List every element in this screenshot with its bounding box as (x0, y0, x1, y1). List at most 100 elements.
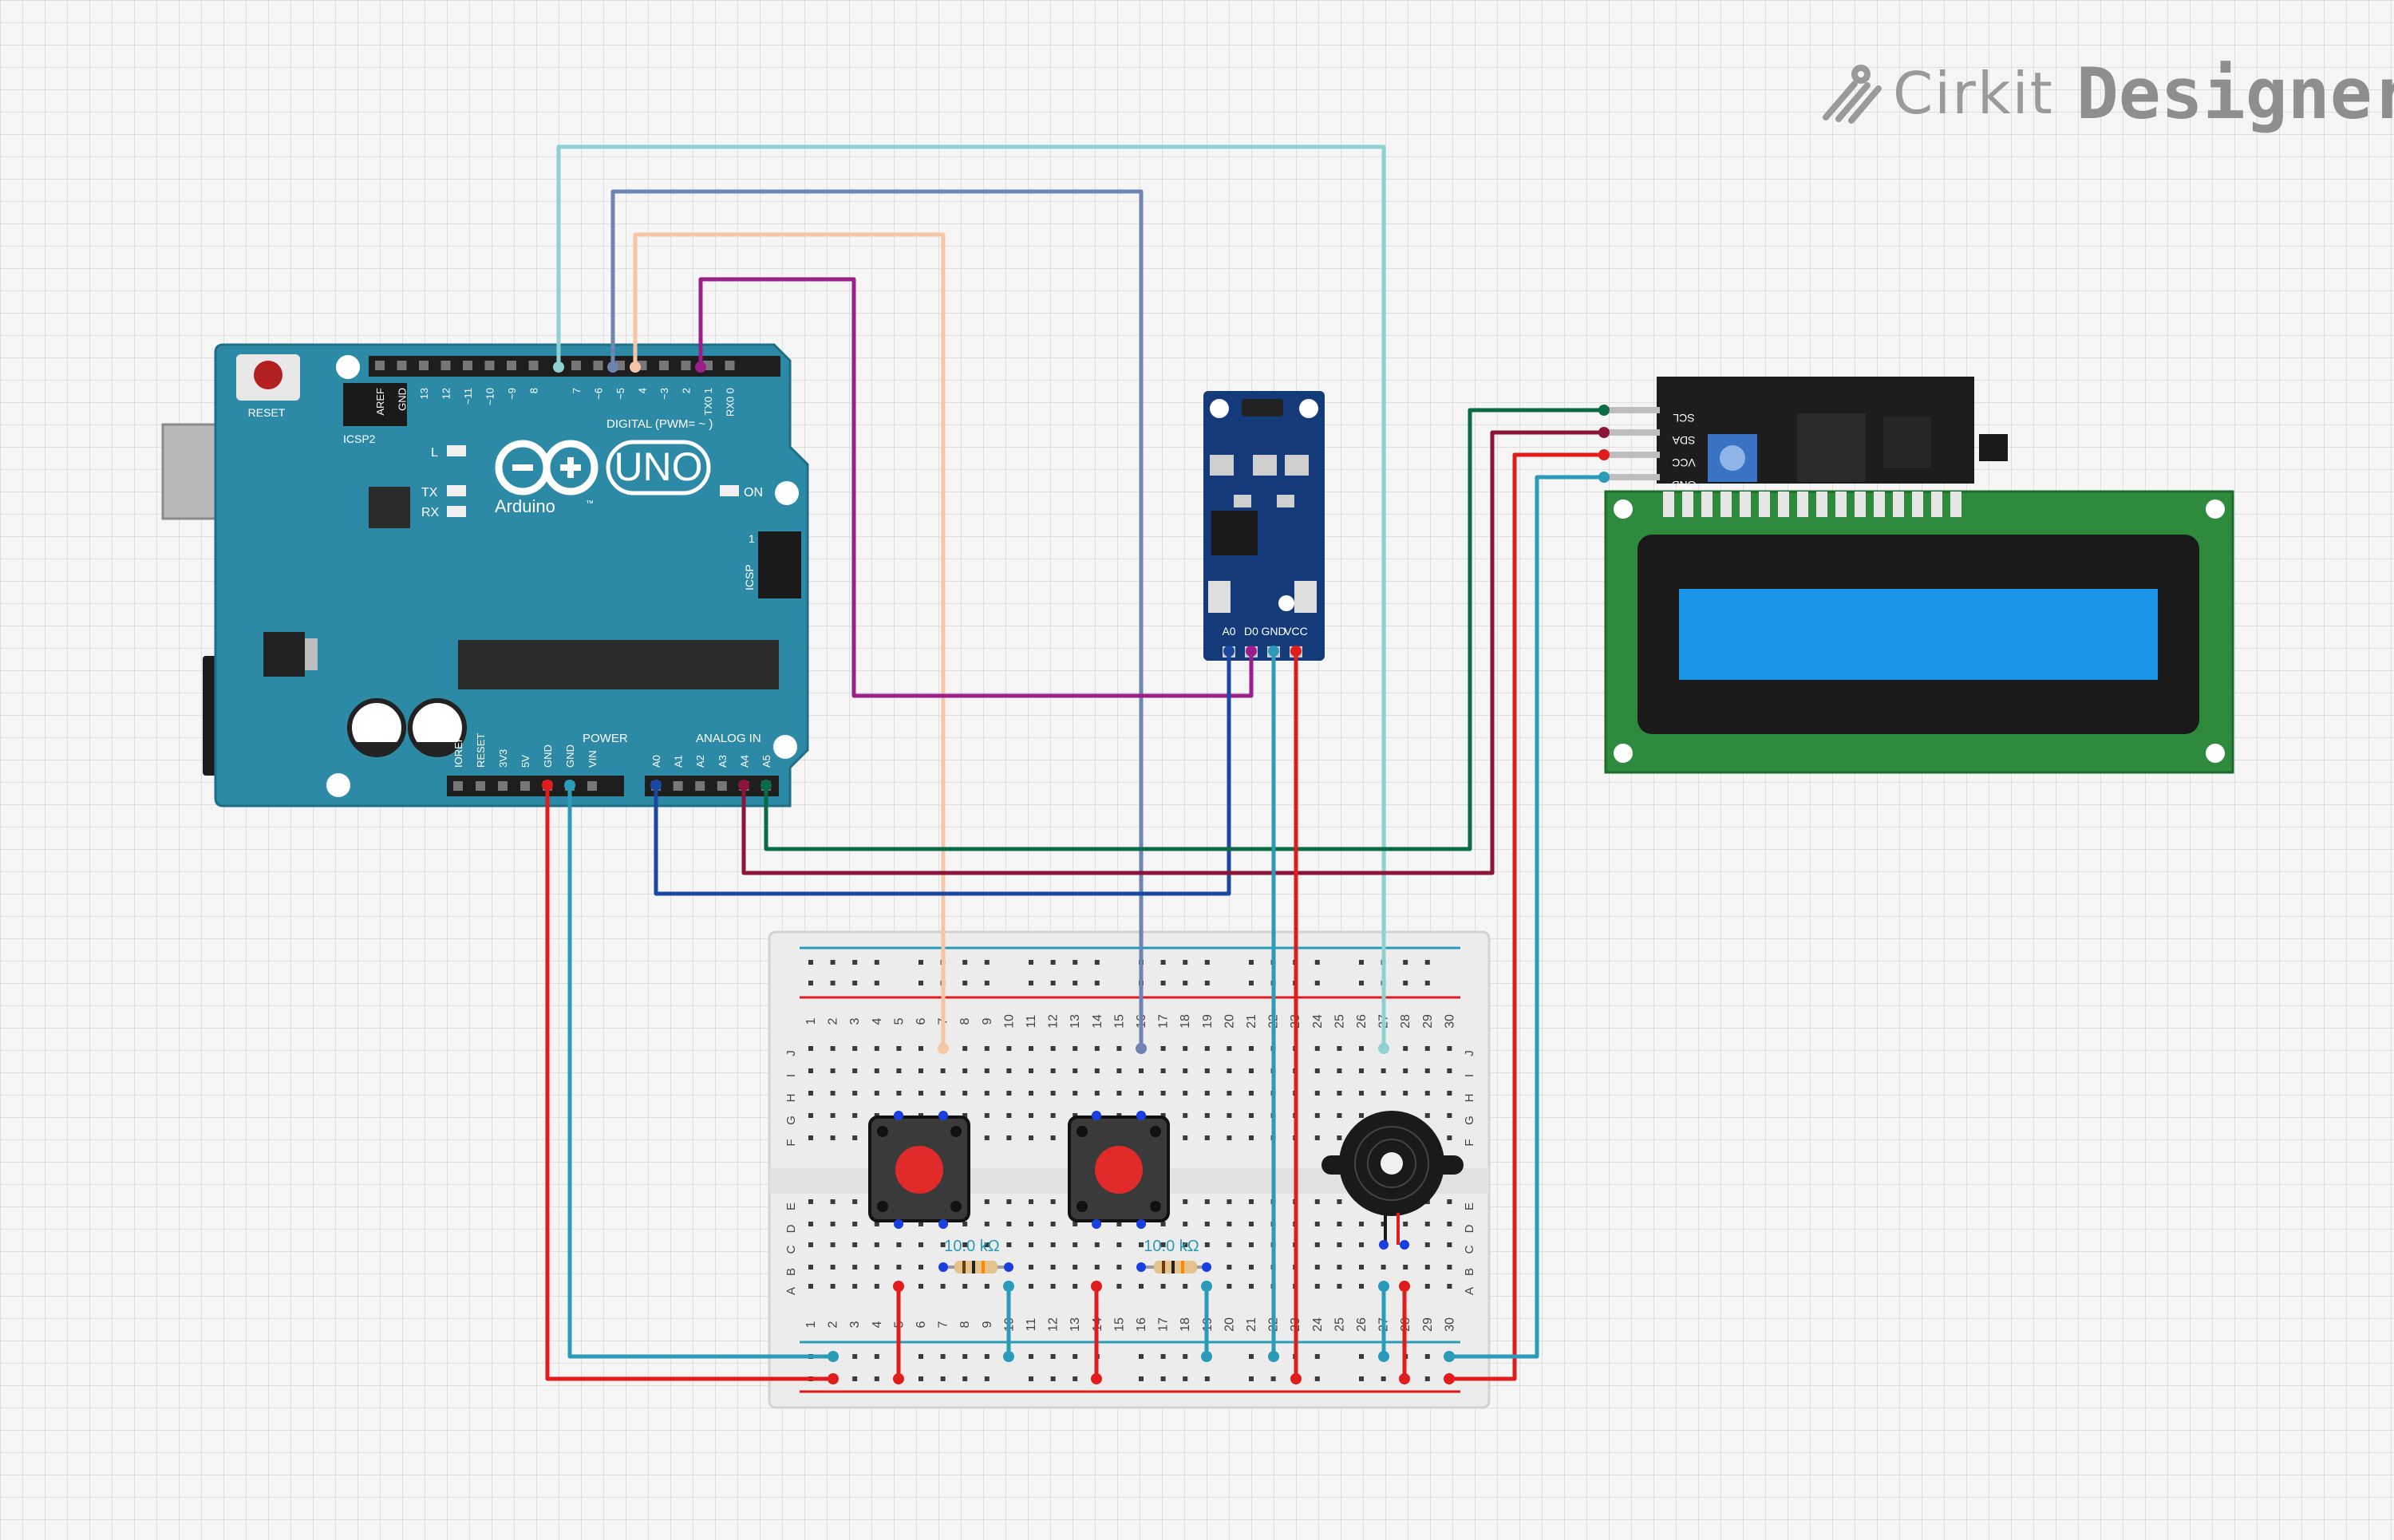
breadboard-hole[interactable] (984, 1046, 990, 1051)
breadboard-hole[interactable] (918, 1242, 923, 1247)
rail-hole[interactable] (1029, 981, 1033, 985)
breadboard-hole[interactable] (1073, 1242, 1078, 1247)
breadboard-hole[interactable] (1073, 1222, 1078, 1226)
breadboard-hole[interactable] (1359, 1068, 1364, 1073)
breadboard-hole[interactable] (1183, 1113, 1188, 1118)
breadboard-hole[interactable] (1227, 1135, 1232, 1140)
breadboard-hole[interactable] (1249, 1222, 1254, 1226)
breadboard-hole[interactable] (984, 1284, 990, 1289)
breadboard-hole[interactable] (962, 1046, 968, 1051)
breadboard-hole[interactable] (1314, 1222, 1320, 1226)
breadboard-hole[interactable] (984, 1113, 990, 1118)
rail-hole[interactable] (1270, 1376, 1276, 1381)
rail-hole[interactable] (1314, 981, 1320, 985)
breadboard-hole[interactable] (1227, 1091, 1232, 1096)
breadboard-hole[interactable] (984, 1135, 990, 1140)
breadboard-hole[interactable] (1249, 1265, 1254, 1270)
breadboard-hole[interactable] (1050, 1091, 1056, 1096)
breadboard-hole[interactable] (1314, 1199, 1320, 1204)
breadboard-hole[interactable] (830, 1135, 836, 1140)
rail-hole[interactable] (1424, 960, 1430, 965)
breadboard-hole[interactable] (852, 1046, 858, 1051)
breadboard-hole[interactable] (1006, 1046, 1012, 1051)
breadboard-hole[interactable] (1337, 1046, 1342, 1051)
breadboard-hole[interactable] (1006, 1135, 1012, 1140)
rail-hole[interactable] (962, 1376, 968, 1381)
breadboard-hole[interactable] (1073, 1068, 1078, 1073)
rail-hole[interactable] (918, 1354, 923, 1359)
breadboard-hole[interactable] (1314, 1068, 1320, 1073)
rail-hole[interactable] (1094, 981, 1100, 985)
breadboard-hole[interactable] (1227, 1113, 1232, 1118)
breadboard-hole[interactable] (1029, 1046, 1033, 1051)
breadboard-hole[interactable] (918, 1265, 923, 1270)
breadboard-hole[interactable] (940, 1068, 946, 1073)
breadboard-hole[interactable] (1381, 1265, 1386, 1270)
rail-hole[interactable] (1160, 1376, 1166, 1381)
rail-hole[interactable] (1424, 981, 1430, 985)
rail-hole[interactable] (852, 1354, 858, 1359)
breadboard-hole[interactable] (1403, 1046, 1408, 1051)
breadboard-hole[interactable] (830, 1046, 836, 1051)
breadboard-hole[interactable] (874, 1091, 879, 1096)
rail-hole[interactable] (874, 981, 879, 985)
wire-5v-rail[interactable] (545, 785, 833, 1381)
breadboard-hole[interactable] (1227, 1265, 1232, 1270)
breadboard-hole[interactable] (808, 1242, 813, 1247)
breadboard-hole[interactable] (1116, 1284, 1122, 1289)
rail-hole[interactable] (1183, 960, 1188, 965)
rail-hole[interactable] (830, 981, 836, 985)
breadboard-hole[interactable] (1050, 1265, 1056, 1270)
digital-pin[interactable] (528, 361, 539, 370)
digital-pin[interactable] (681, 361, 691, 370)
rail-hole[interactable] (962, 960, 968, 965)
breadboard-hole[interactable] (962, 1242, 968, 1247)
i2c-pins[interactable] (1606, 407, 1660, 480)
breadboard-hole[interactable] (1006, 1242, 1012, 1247)
wire-pin9-buzzer[interactable] (556, 144, 1386, 1048)
breadboard-hole[interactable] (808, 1046, 813, 1051)
breadboard-hole[interactable] (1227, 1222, 1232, 1226)
breadboard-hole[interactable] (1249, 1113, 1254, 1118)
rail-hole[interactable] (1160, 981, 1166, 985)
breadboard-hole[interactable] (1050, 1113, 1056, 1118)
i2c-pin[interactable] (1606, 407, 1660, 413)
breadboard-hole[interactable] (830, 1284, 836, 1289)
breadboard-hole[interactable] (830, 1199, 836, 1204)
rail-hole[interactable] (874, 1376, 879, 1381)
rail-hole[interactable] (918, 960, 923, 965)
breadboard-hole[interactable] (1073, 1046, 1078, 1051)
rail-hole[interactable] (1381, 1376, 1386, 1381)
breadboard-hole[interactable] (1204, 1091, 1210, 1096)
i2c-pin[interactable] (1606, 429, 1660, 436)
breadboard-hole[interactable] (852, 1068, 858, 1073)
breadboard-hole[interactable] (896, 1091, 902, 1096)
breadboard-hole[interactable] (1116, 1091, 1122, 1096)
breadboard-hole[interactable] (808, 1135, 813, 1140)
breadboard-hole[interactable] (1314, 1113, 1320, 1118)
digital-pin[interactable] (593, 361, 603, 370)
breadboard-hole[interactable] (1094, 1046, 1100, 1051)
reset-button-cap[interactable] (254, 361, 282, 389)
breadboard-hole[interactable] (1314, 1091, 1320, 1096)
digital-pin[interactable] (440, 361, 451, 370)
breadboard-hole[interactable] (962, 1284, 968, 1289)
breadboard-hole[interactable] (1050, 1068, 1056, 1073)
rail-hole[interactable] (1073, 1376, 1078, 1381)
breadboard-hole[interactable] (1381, 1222, 1386, 1226)
rail-hole[interactable] (1424, 1354, 1430, 1359)
breadboard-hole[interactable] (1447, 1284, 1452, 1289)
breadboard-hole[interactable] (852, 1284, 858, 1289)
breadboard-hole[interactable] (1359, 1091, 1364, 1096)
breadboard-hole[interactable] (1183, 1046, 1188, 1051)
rail-hole[interactable] (1029, 1354, 1033, 1359)
rail-hole[interactable] (1183, 1354, 1188, 1359)
rail-hole[interactable] (808, 960, 813, 965)
breadboard-hole[interactable] (1249, 1091, 1254, 1096)
rail-hole[interactable] (852, 1376, 858, 1381)
breadboard-hole[interactable] (1139, 1091, 1144, 1096)
breadboard-hole[interactable] (1006, 1222, 1012, 1226)
breadboard-hole[interactable] (808, 1222, 813, 1226)
rail-hole[interactable] (852, 981, 858, 985)
